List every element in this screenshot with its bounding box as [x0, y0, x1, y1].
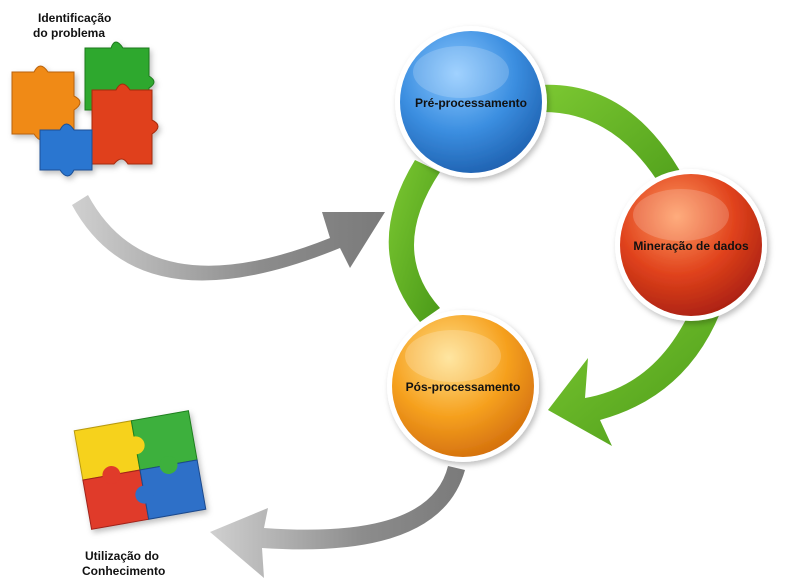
- flow-arrow-in: [72, 195, 385, 281]
- puzzle-pieces-assembled-icon: [73, 410, 207, 530]
- label-knowledge-use-line2: Conhecimento: [82, 564, 165, 578]
- cycle-arc-bottom: [548, 300, 725, 446]
- flow-arrows: [72, 195, 465, 578]
- stage-post-processing: [387, 310, 539, 462]
- label-problem-identification-line1: Identificação: [38, 11, 111, 25]
- cycle-arrow: [388, 84, 725, 446]
- stage-data-mining: [615, 169, 767, 321]
- stage-label-post-processing: Pós-processamento: [406, 380, 521, 394]
- flow-arrow-out: [210, 466, 465, 578]
- cycle-arc-top: [540, 84, 695, 212]
- label-knowledge-use-line1: Utilização do: [85, 549, 159, 563]
- label-problem-identification-line2: do problema: [33, 26, 105, 40]
- puzzle-pieces-scattered-icon: [11, 41, 159, 177]
- stage-label-data-mining: Mineração de dados: [633, 239, 749, 253]
- stage-label-pre-processing: Pré-processamento: [415, 96, 527, 110]
- cycle-arc-left: [388, 160, 440, 322]
- stage-pre-processing: [395, 26, 547, 178]
